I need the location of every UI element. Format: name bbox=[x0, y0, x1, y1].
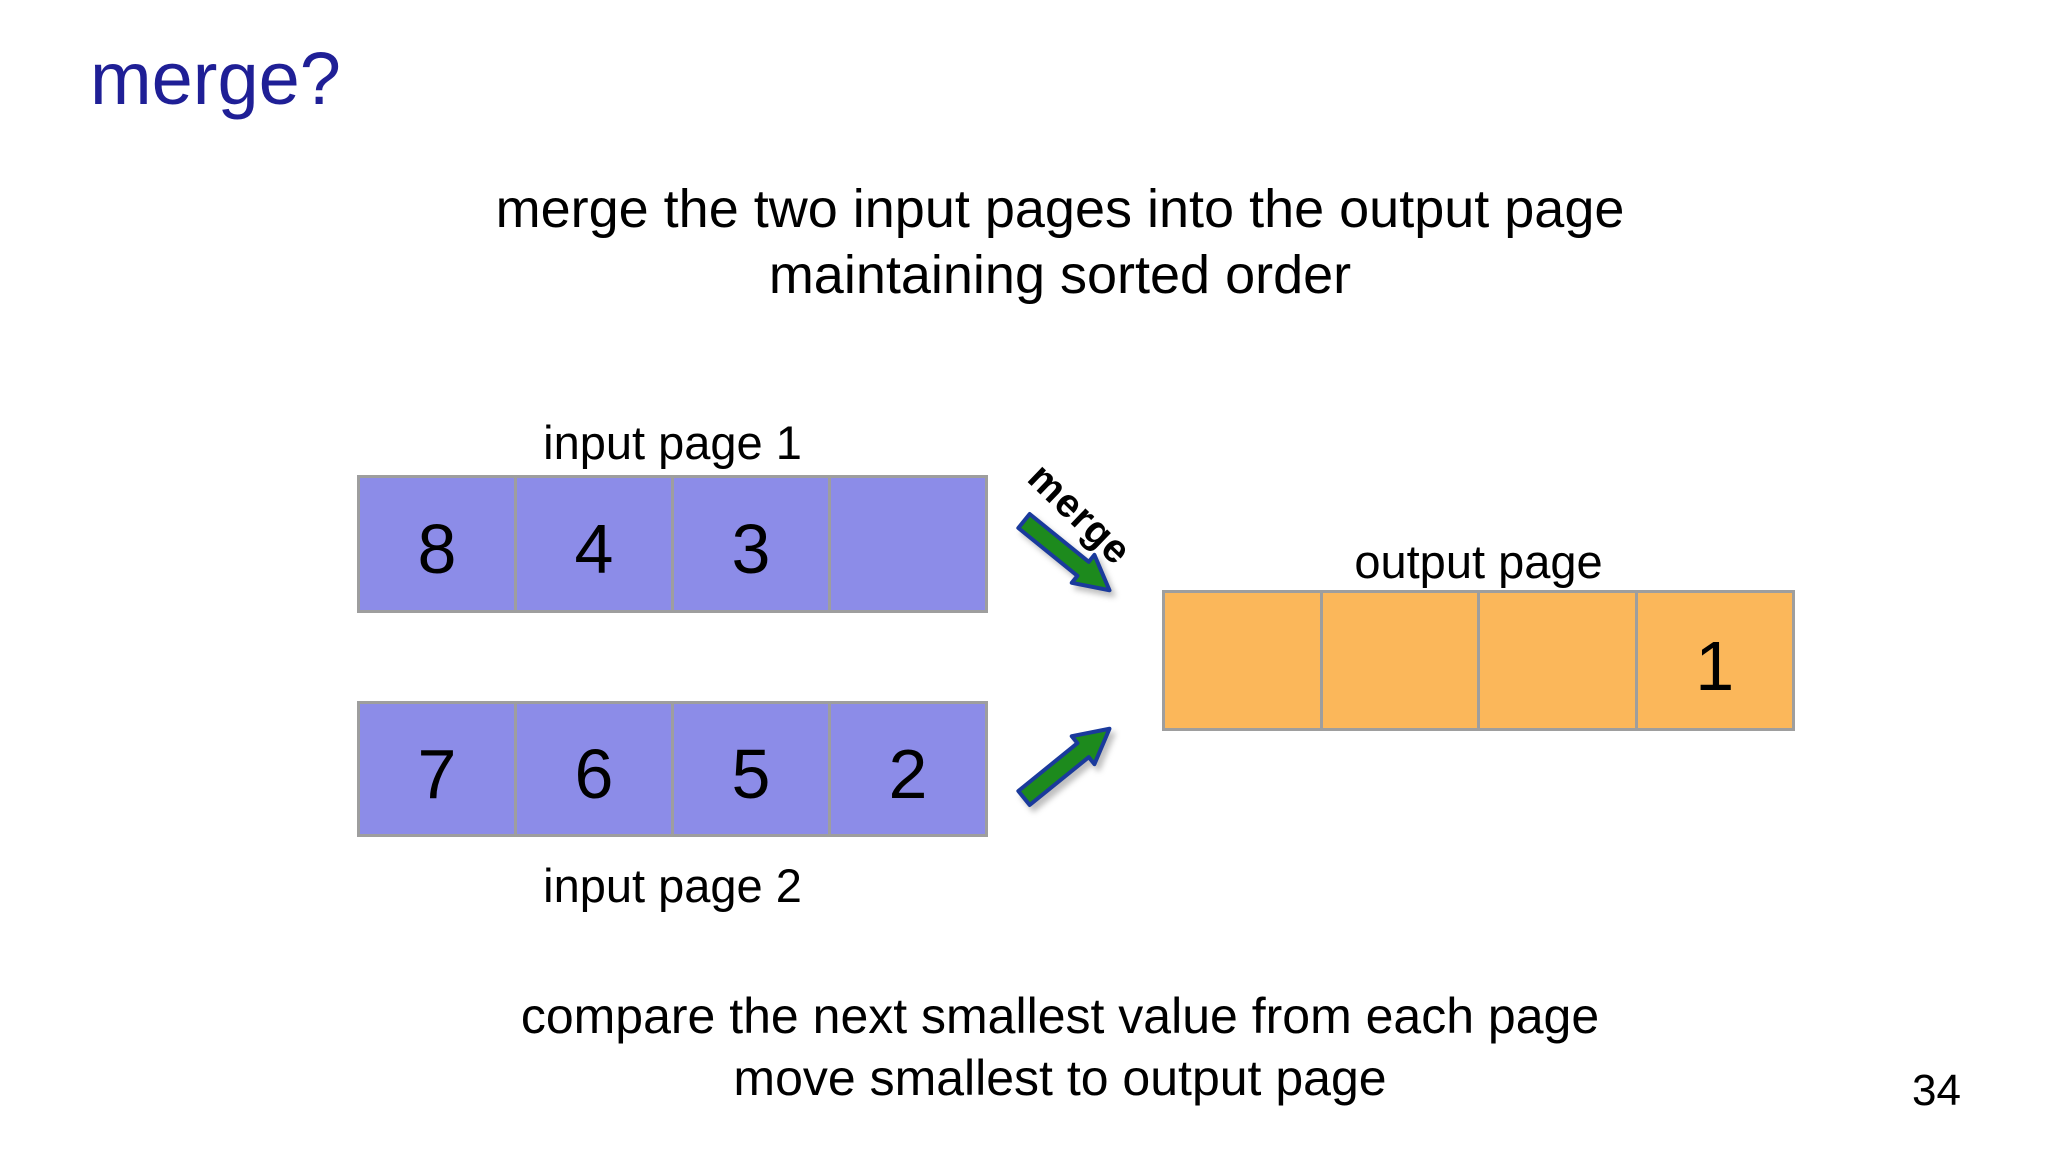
output-page-row: 1 bbox=[1162, 590, 1795, 731]
merge-arrow-down-icon bbox=[1016, 512, 1112, 593]
input-page-1-cell-4 bbox=[831, 478, 985, 610]
footer-line: move smallest to output page bbox=[733, 1050, 1387, 1106]
input-page-2-cell-3: 5 bbox=[674, 704, 831, 834]
output-page-cell-1 bbox=[1165, 593, 1323, 728]
slide-title: merge? bbox=[90, 37, 341, 120]
description-line: maintaining sorted order bbox=[768, 245, 1352, 305]
merge-arrow-up-icon bbox=[1016, 726, 1112, 807]
slide-footer: compare the next smallest value from eac… bbox=[324, 985, 1796, 1109]
output-page-cell-2 bbox=[1322, 593, 1480, 728]
footer-line: compare the next smallest value from eac… bbox=[520, 988, 1600, 1044]
input-page-2-cell-1: 7 bbox=[360, 704, 517, 834]
input-page-1-cell-1: 8 bbox=[360, 478, 517, 610]
description-line: merge the two input pages into the outpu… bbox=[495, 179, 1625, 239]
input-page-2-row: 7 6 5 2 bbox=[357, 701, 988, 837]
input-page-2-label: input page 2 bbox=[543, 859, 802, 912]
output-page-cell-3 bbox=[1480, 593, 1638, 728]
input-page-2-cell-2: 6 bbox=[517, 704, 674, 834]
input-page-2-cell-4: 2 bbox=[831, 704, 985, 834]
output-page-cell-4: 1 bbox=[1637, 593, 1792, 728]
output-page-label: output page bbox=[1354, 535, 1603, 588]
input-page-1-row: 8 4 3 bbox=[357, 475, 988, 613]
slide-description: merge the two input pages into the outpu… bbox=[324, 176, 1796, 308]
input-page-1-cell-3: 3 bbox=[674, 478, 831, 610]
input-page-1-cell-2: 4 bbox=[517, 478, 674, 610]
page-number: 34 bbox=[1912, 1066, 1961, 1115]
input-page-1-label: input page 1 bbox=[543, 416, 802, 469]
